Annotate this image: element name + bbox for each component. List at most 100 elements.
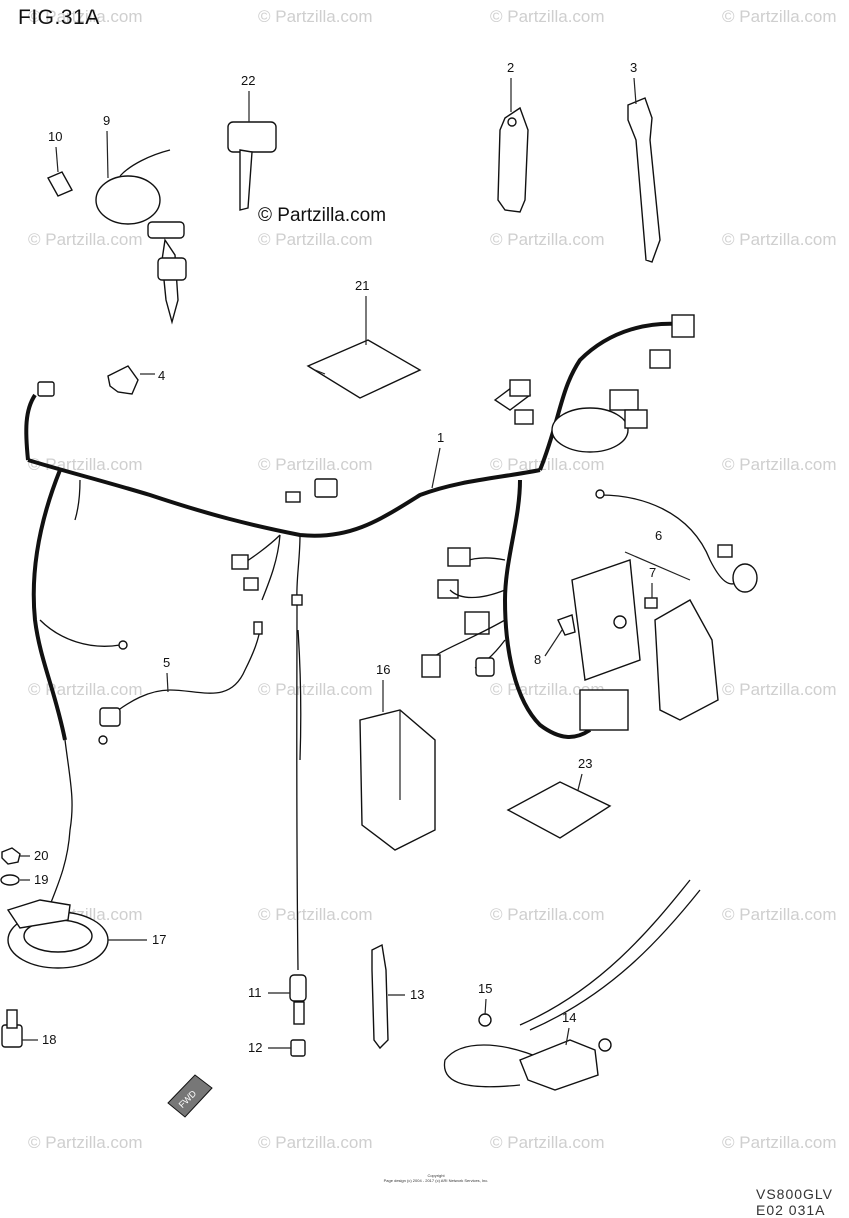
callout-leader-line [624, 551, 691, 581]
figure-title: FIG.31A [18, 6, 100, 29]
callout-3: 3 [630, 60, 637, 105]
callout-10: 10 [48, 129, 62, 173]
callout-number: 11 [248, 985, 262, 1000]
part-14-sensor-lead [443, 879, 701, 1091]
callout-19: 19 [20, 872, 48, 887]
callout-2: 2 [507, 60, 514, 112]
copyright-line: Page design (c) 2004 - 2017 (c) ARI Netw… [383, 1178, 489, 1183]
copyright-line: Copyright [427, 1173, 445, 1178]
callout-number: 17 [152, 932, 166, 947]
callout-number: 22 [241, 73, 255, 88]
callout-22: 22 [241, 73, 255, 122]
watermark-text: © Partzilla.com [722, 455, 837, 474]
callout-6: 6 [624, 528, 691, 581]
callout-number: 4 [158, 368, 165, 383]
watermark-text: © Partzilla.com [490, 455, 605, 474]
watermark-text: © Partzilla.com [258, 905, 373, 924]
watermark-text: © Partzilla.com [28, 1133, 143, 1152]
part-20-nut [1, 847, 21, 865]
callout-number: 13 [410, 987, 424, 1002]
part-1-wiring-harness [24, 314, 758, 906]
callout-number: 7 [649, 565, 656, 580]
callout-11: 11 [248, 985, 290, 1000]
part-11-12-sensor [289, 604, 307, 1057]
callout-number: 21 [355, 278, 369, 293]
callout-15: 15 [478, 981, 492, 1016]
callout-number: 10 [48, 129, 62, 144]
part-5-lead-wire [98, 621, 263, 745]
callout-number: 3 [630, 60, 637, 75]
callout-number: 20 [34, 848, 48, 863]
part-13-bracket [371, 943, 389, 1050]
site-watermark-label: © Partzilla.com [258, 205, 387, 226]
callout-12: 12 [248, 1040, 291, 1055]
part-16-relay [359, 709, 436, 851]
front-direction-arrow: FWD [167, 1074, 213, 1118]
part-19-washer [0, 874, 20, 886]
watermark-text: © Partzilla.com [258, 1133, 373, 1152]
part-23-sheet [506, 781, 612, 839]
watermark-text: © Partzilla.com [490, 1133, 605, 1152]
callout-leader-line [484, 998, 487, 1016]
part-17-horn [6, 899, 109, 969]
part-10-bolt [47, 171, 73, 197]
callout-1: 1 [431, 430, 444, 489]
watermark-text: © Partzilla.com [722, 230, 837, 249]
callout-leader-line [166, 672, 169, 693]
callout-number: 8 [534, 652, 541, 667]
part-9-ignition-switch [95, 149, 187, 325]
part-3-clamp-band [627, 97, 661, 263]
callout-16: 16 [376, 662, 390, 712]
callout-18: 18 [22, 1032, 56, 1047]
callout-20: 20 [20, 848, 48, 863]
watermark-text: © Partzilla.com [722, 680, 837, 699]
part-15-screw [478, 1013, 492, 1027]
callout-number: 2 [507, 60, 514, 75]
part-8-screw [557, 614, 576, 636]
watermark-text: © Partzilla.com [722, 1133, 837, 1152]
callout-leader-line [565, 1027, 570, 1046]
part-22-key [227, 121, 277, 211]
part-2-clamp-band [497, 106, 529, 213]
watermark-text: © Partzilla.com [258, 7, 373, 26]
callout-leader-line [431, 447, 441, 489]
callout-leader-line [633, 77, 637, 105]
watermark-text: © Partzilla.com [28, 7, 143, 26]
watermark-text: © Partzilla.com [490, 905, 605, 924]
figure-code: VS800GLV E02 031A [756, 1186, 834, 1218]
callout-number: 5 [163, 655, 170, 670]
callout-number: 9 [103, 113, 110, 128]
callout-number: 15 [478, 981, 492, 996]
callout-number: 19 [34, 872, 48, 887]
callout-leader-line [106, 130, 109, 179]
watermark-text: © Partzilla.com [28, 680, 143, 699]
callout-4: 4 [140, 368, 165, 383]
watermark-text: © Partzilla.com [258, 680, 373, 699]
callout-21: 21 [355, 278, 369, 345]
callout-leader-line [55, 146, 59, 173]
callout-number: 23 [578, 756, 592, 771]
watermark-text: © Partzilla.com [490, 7, 605, 26]
part-21-sheet [306, 339, 422, 399]
watermark-text: © Partzilla.com [490, 230, 605, 249]
callout-number: 1 [437, 430, 444, 445]
watermark-text: © Partzilla.com [258, 455, 373, 474]
callout-7: 7 [649, 565, 656, 598]
callout-14: 14 [562, 1010, 576, 1046]
part-18-bolt [1, 1009, 23, 1048]
callout-9: 9 [103, 113, 110, 179]
copyright-notice: Copyright Page design (c) 2004 - 2017 (c… [366, 1173, 506, 1183]
callout-number: 14 [562, 1010, 576, 1025]
watermark-text: © Partzilla.com [722, 7, 837, 26]
callout-leader-line [577, 773, 583, 791]
callout-8: 8 [534, 629, 563, 667]
callout-number: 12 [248, 1040, 262, 1055]
watermark-text: © Partzilla.com [28, 230, 143, 249]
callout-number: 18 [42, 1032, 56, 1047]
callout-5: 5 [163, 655, 170, 693]
callout-17: 17 [108, 932, 166, 947]
callout-number: 6 [655, 528, 662, 543]
callout-13: 13 [388, 987, 424, 1002]
